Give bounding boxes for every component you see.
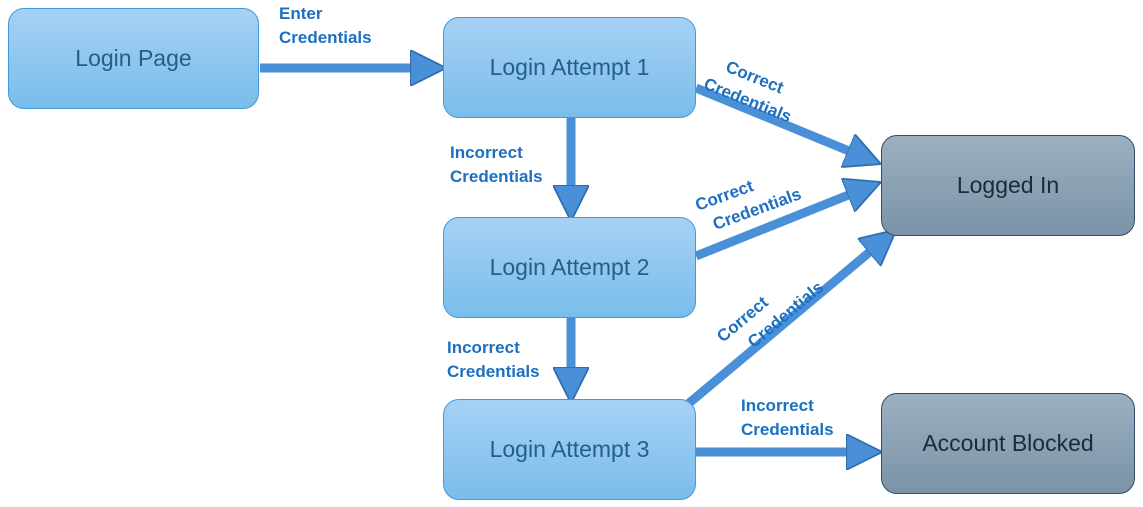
label-line: Credentials: [279, 28, 372, 47]
label-line: Credentials: [450, 167, 543, 186]
label-a1-incorrect: Incorrect Credentials: [450, 141, 543, 189]
node-label: Login Attempt 1: [489, 54, 650, 80]
node-login-attempt-1: Login Attempt 1: [443, 17, 696, 118]
label-line: Incorrect: [450, 143, 523, 162]
label-line: Enter: [279, 4, 323, 23]
node-label: Login Attempt 3: [489, 436, 650, 462]
node-login-attempt-3: Login Attempt 3: [443, 399, 696, 500]
arrow-a2-correct: [694, 188, 866, 261]
node-account-blocked: Account Blocked: [881, 393, 1135, 494]
node-label: Login Page: [75, 45, 192, 71]
label-line: Credentials: [741, 420, 834, 439]
node-label: Login Attempt 2: [489, 254, 650, 280]
label-a3-incorrect: Incorrect Credentials: [741, 394, 834, 442]
arrow-a1-correct: [694, 83, 866, 158]
label-a2-incorrect: Incorrect Credentials: [447, 336, 540, 384]
label-line: Incorrect: [741, 396, 814, 415]
node-logged-in: Logged In: [881, 135, 1135, 236]
label-line: Credentials: [447, 362, 540, 381]
node-label: Logged In: [956, 172, 1060, 198]
label-line: Incorrect: [447, 338, 520, 357]
arrow-a3-correct: [685, 240, 884, 408]
label-enter-credentials: Enter Credentials: [279, 2, 372, 50]
node-login-attempt-2: Login Attempt 2: [443, 217, 696, 318]
node-login-page: Login Page: [8, 8, 259, 109]
node-label: Account Blocked: [922, 430, 1094, 456]
